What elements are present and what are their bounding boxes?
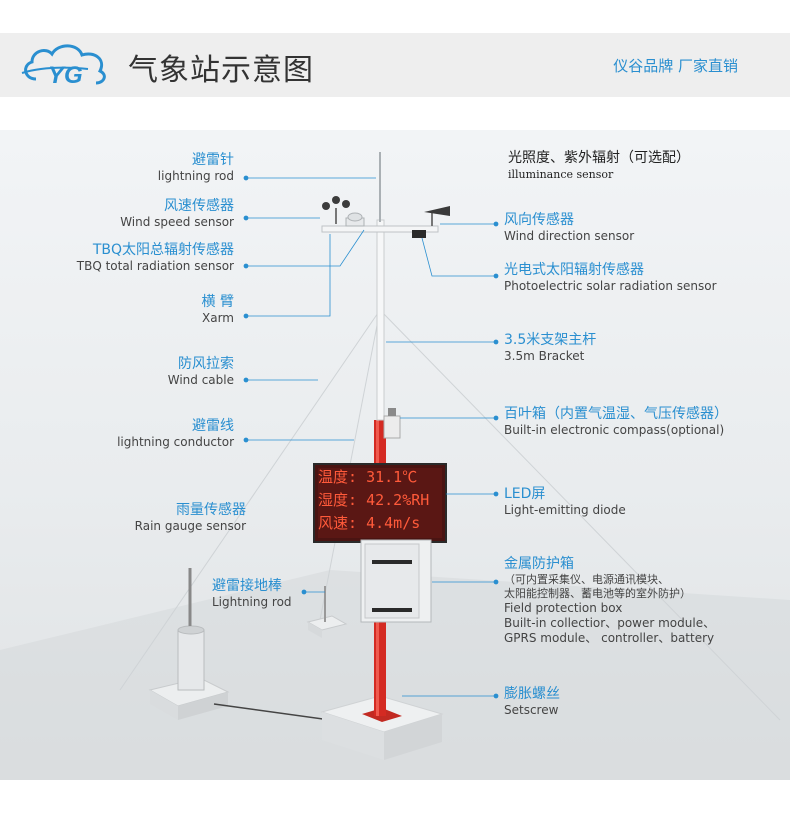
svg-text:YG: YG [48,62,83,89]
led-display: 温度: 31.1℃ 湿度: 42.2%RH 风速: 4.4m/s [318,466,442,535]
label-illuminance: 光照度、紫外辐射（可选配） illuminance sensor [508,150,690,181]
label-field-protection-box: 金属防护箱 （可内置采集仪、电源通讯模块、 太阳能控制器、蓄电池等的室外防护） … [504,556,716,645]
label-louver-box: 百叶箱（内置气温湿、气压传感器）Built-in electronic comp… [504,406,728,437]
led-row-humidity: 湿度: 42.2%RH [318,491,430,509]
leader-lines [243,175,499,699]
led-row-temperature: 温度: 31.1℃ [318,468,418,486]
radiation-sensor [345,212,365,227]
weather-station-illustration [0,152,790,780]
wind-speed-sensor [322,196,350,224]
page-title: 气象站示意图 [128,53,314,88]
wind-direction-sensor [412,206,450,238]
louver-box [383,408,401,439]
page-header: YG 气象站示意图 仪谷品牌 厂家直销 [0,33,790,97]
led-panel [313,463,447,543]
brand-tagline: 仪谷品牌 厂家直销 [613,57,738,75]
field-protection-box [360,539,432,623]
rain-gauge [148,568,230,720]
led-row-wind: 风速: 4.4m/s [318,514,421,532]
cloud-logo-icon: YG [21,44,106,89]
